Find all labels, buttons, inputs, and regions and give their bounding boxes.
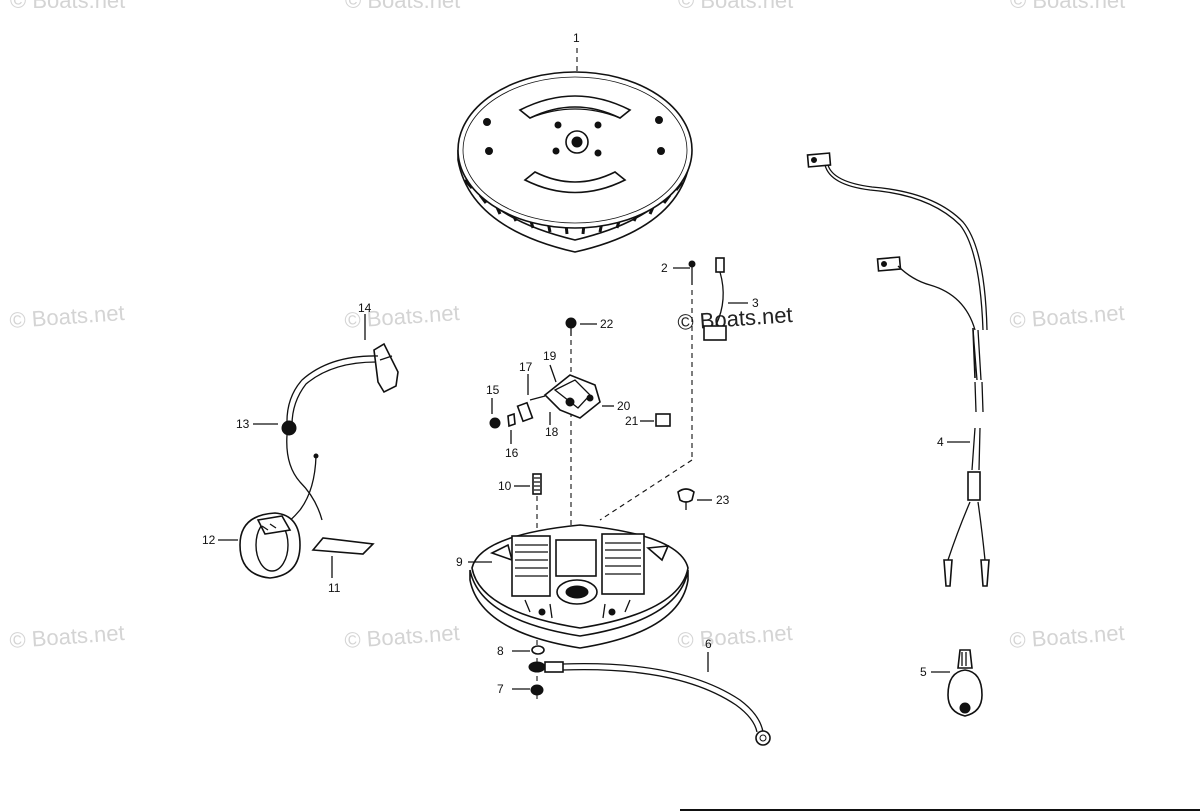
callout-5: 5 <box>920 665 927 679</box>
callout-10: 10 <box>498 479 512 493</box>
callout-22: 22 <box>600 317 614 331</box>
callout-3: 3 <box>752 296 759 310</box>
callout-23: 23 <box>716 493 730 507</box>
key: 11 <box>311 537 375 595</box>
watermark: © Boats.net <box>344 620 461 653</box>
screw: 22 <box>565 317 614 530</box>
callout-1: 1 <box>573 31 580 45</box>
watermark: © Boats.net <box>677 302 794 335</box>
watermark: © Boats.net <box>1010 0 1125 13</box>
callout-18: 18 <box>545 425 559 439</box>
plug: 23 <box>677 488 730 510</box>
watermark: © Boats.net <box>345 0 460 13</box>
callout-11: 11 <box>328 581 341 595</box>
flywheel: 1 <box>457 31 693 253</box>
callout-8: 8 <box>497 644 504 658</box>
stator-plate: 9 <box>456 524 689 649</box>
watermark: © Boats.net <box>9 300 126 333</box>
callout-6: 6 <box>705 637 712 651</box>
screw-stator: 10 <box>498 473 542 530</box>
ground-lead-assembly: 6 8 7 <box>497 637 771 746</box>
callout-12: 12 <box>202 533 216 547</box>
callout-4: 4 <box>937 435 944 449</box>
callout-7: 7 <box>497 682 504 696</box>
callout-9: 9 <box>456 555 463 569</box>
screw-and-lead-assembly: 2 3 <box>599 257 759 521</box>
callout-2: 2 <box>661 261 668 275</box>
wiring-harness: 4 <box>806 152 990 587</box>
breaker-point-assembly: 17 19 18 20 <box>516 349 631 439</box>
watermark: © Boats.net <box>1009 300 1126 333</box>
sender-switch: 5 <box>920 649 983 717</box>
callout-14: 14 <box>358 301 372 315</box>
callout-13: 13 <box>236 417 250 431</box>
callout-16: 16 <box>505 446 519 460</box>
callout-17: 17 <box>519 360 533 374</box>
callout-15: 15 <box>486 383 500 397</box>
callout-19: 19 <box>543 349 557 363</box>
washer-and-clip: 15 16 <box>486 383 519 460</box>
ignition-coil-assembly: 14 13 12 <box>202 301 399 579</box>
watermark: © Boats.net <box>9 620 126 653</box>
cam-wiper: 21 <box>625 413 671 428</box>
watermark: © Boats.net <box>677 620 794 653</box>
callout-20: 20 <box>617 399 631 413</box>
watermark: © Boats.net <box>1009 620 1126 653</box>
watermark: © Boats.net <box>678 0 793 13</box>
watermark: © Boats.net <box>10 0 125 13</box>
callout-21: 21 <box>625 414 639 428</box>
